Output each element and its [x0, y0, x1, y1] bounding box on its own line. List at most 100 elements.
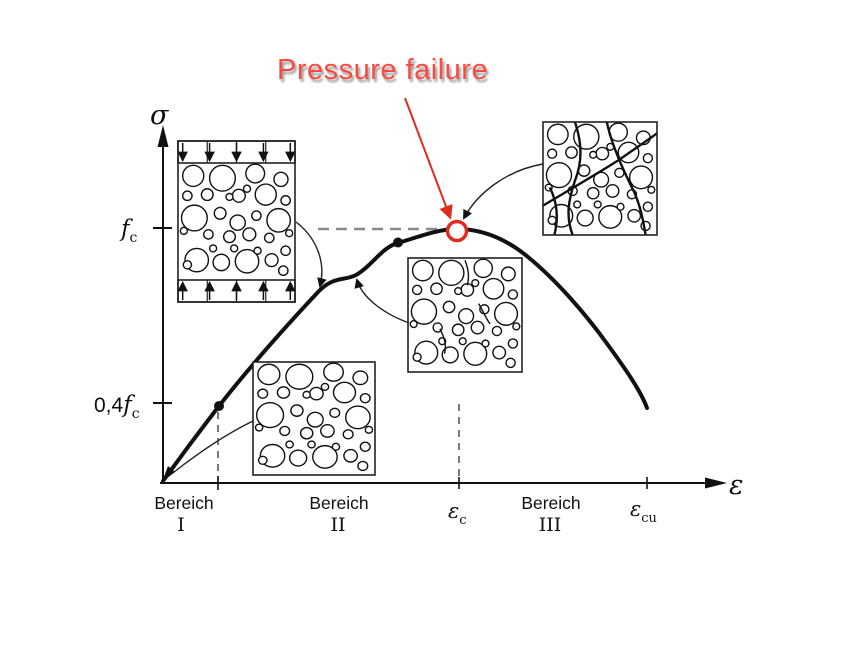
aggregate-circle [286, 230, 293, 237]
specimen-inset-initial [252, 361, 376, 476]
aggregate-circle [265, 254, 278, 267]
aggregate-pattern [255, 363, 372, 470]
aggregate-circle [257, 403, 284, 428]
aggregate-circle [474, 259, 492, 277]
aggregate-circle [410, 321, 417, 328]
failure-point-marker [445, 219, 469, 243]
axes [153, 125, 727, 490]
aggregate-circle [254, 247, 261, 254]
eps-cu-sub: cu [641, 511, 657, 526]
specimen-border [252, 361, 376, 476]
crack-line [543, 133, 657, 205]
aggregate-circle [246, 164, 265, 183]
x-axis-arrowhead-icon [705, 477, 727, 489]
aggregate-circle [360, 442, 370, 451]
aggregate-circle [461, 284, 474, 297]
aggregate-circle [279, 266, 288, 275]
aggregate-circle [501, 267, 515, 281]
aggregate-circle [243, 228, 256, 241]
region-2-label: Bereich [309, 493, 368, 513]
aggregate-circle [258, 456, 267, 464]
aggregate-circle [574, 201, 581, 208]
aggregate-circle [201, 189, 213, 201]
specimen-border [407, 257, 523, 373]
curve-origin-arrowhead-icon [162, 466, 175, 482]
aggregate-circle [566, 147, 577, 158]
aggregate-circle [596, 147, 609, 159]
aggregate-circle [594, 201, 601, 208]
specimen-border [177, 140, 296, 303]
aggregate-circle [513, 323, 520, 330]
aggregate-circle [277, 387, 289, 398]
y-axis-arrowhead-icon [157, 125, 169, 147]
sigma-axis-label: σ [150, 100, 170, 131]
aggregate-circle [617, 203, 624, 210]
aggregate-pattern [180, 164, 292, 275]
crack-line [607, 122, 646, 235]
pressure-failure-label: Pressure failure [277, 54, 489, 86]
region-1-label: Bereich [154, 493, 213, 513]
leader-line-initial-inset [173, 420, 254, 473]
aggregate-circle [321, 383, 328, 390]
aggregate-circle [183, 261, 191, 269]
aggregate-circle [587, 188, 598, 199]
aggregate-circle [493, 346, 506, 359]
specimen-inset-region1-loaded [177, 140, 296, 303]
aggregate-circle [577, 210, 593, 226]
aggregate-circle [346, 406, 370, 429]
aggregate-circle [235, 250, 258, 273]
aggregate-circle [213, 254, 229, 270]
aggregate-circle [255, 424, 262, 431]
aggregate-circle [413, 260, 434, 281]
aggregate-circle [226, 193, 233, 200]
aggregate-circle [286, 441, 293, 448]
aggregate-circle [599, 206, 622, 229]
aggregate-circle [301, 428, 313, 439]
aggregate-circle [281, 196, 290, 205]
aggregate-circle [471, 321, 484, 334]
crack-line [569, 122, 581, 235]
aggregate-circle [210, 245, 217, 252]
aggregate-circle [291, 405, 303, 416]
aggregate-circle [365, 426, 372, 433]
aggregate-circle [290, 450, 307, 466]
epsilon-cu-label: εcu [630, 497, 657, 526]
fc-sub: c [130, 230, 138, 246]
aggregate-circle [506, 358, 515, 367]
aggregate-circle [286, 364, 313, 389]
aggregate-circle [643, 154, 652, 163]
aggregate-circle [210, 165, 236, 191]
aggregate-circle [648, 186, 655, 193]
crack-line [465, 260, 468, 285]
aggregate-circle [308, 441, 315, 448]
aggregate-circle [313, 446, 337, 469]
leader-line-microcrack-inset [354, 278, 410, 324]
eps-c-base: ε [448, 499, 459, 523]
fc04-tick-label: 0,4fc [94, 392, 140, 422]
aggregate-circle [431, 283, 442, 294]
aggregate-circle [439, 260, 464, 285]
aggregate-circle [334, 382, 356, 402]
aggregate-circle [252, 211, 261, 220]
aggregate-circle [495, 302, 518, 325]
aggregate-circle [310, 387, 323, 399]
aggregate-circle [344, 450, 357, 462]
aggregate-circle [180, 227, 187, 234]
specimen-border [542, 121, 658, 236]
aggregate-circle [492, 326, 501, 335]
aggregate-circle [230, 215, 245, 230]
aggregate-circle [183, 165, 204, 186]
aggregate-circle [183, 191, 192, 200]
aggregate-circle [267, 209, 290, 232]
leader-line-cracked-inset [463, 163, 544, 220]
aggregate-circle [508, 290, 517, 299]
aggregate-circle [343, 430, 353, 439]
aggregate-circle [232, 189, 245, 202]
aggregate-circle [231, 245, 238, 252]
aggregate-circle [321, 425, 334, 437]
aggregate-circle [628, 210, 641, 222]
aggregate-circle [606, 185, 619, 197]
fc04-base: f [121, 392, 135, 418]
aggregate-circle [281, 246, 290, 255]
